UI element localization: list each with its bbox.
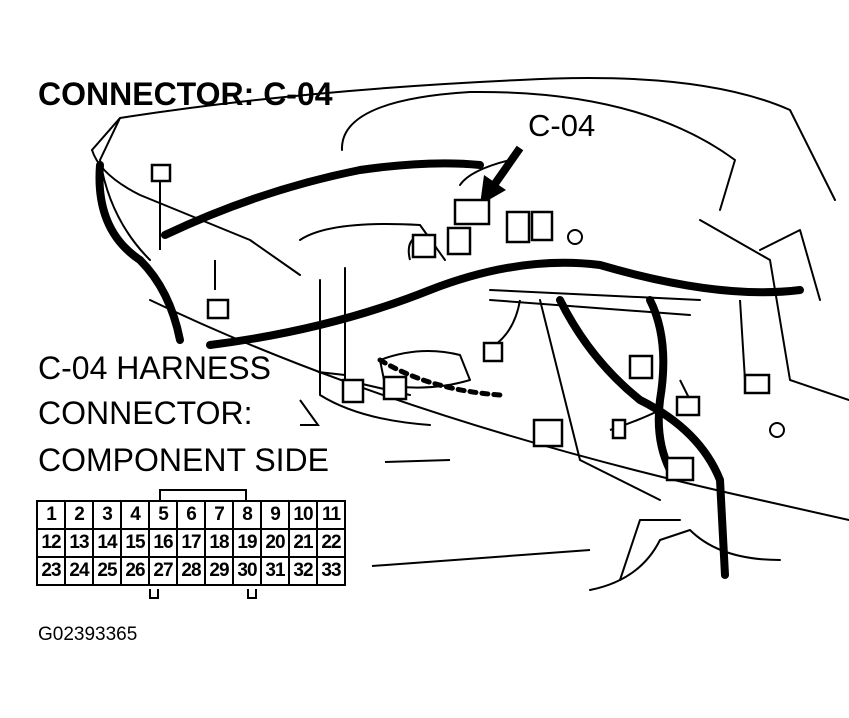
rail-upper [489, 289, 701, 301]
connector-block [341, 378, 365, 404]
pin-cell: 9 [260, 500, 290, 530]
connector-block [482, 341, 504, 363]
pin-cell: 22 [316, 528, 346, 558]
page-title: CONNECTOR: C-04 [38, 76, 333, 112]
pin-cell: 27 [148, 556, 178, 586]
pin-cell: 18 [204, 528, 234, 558]
center-panel [319, 279, 431, 426]
pin-cell: 11 [316, 500, 346, 530]
hidden-harness [377, 357, 503, 398]
gap-line [459, 159, 511, 186]
pin-cell: 13 [64, 528, 94, 558]
connector-block [382, 375, 408, 401]
dash-lower-edge [149, 299, 849, 521]
right-dash [699, 219, 849, 401]
lower-trim [589, 529, 781, 591]
pin-cell: 14 [92, 528, 122, 558]
connector-block [446, 226, 472, 256]
pin-cell: 20 [260, 528, 290, 558]
thin-wire-5 [739, 299, 746, 381]
connector-block [611, 418, 627, 440]
connector-block [530, 210, 554, 242]
main-harness [161, 159, 484, 239]
pin-cell: 31 [260, 556, 290, 586]
figure-id: G02393365 [38, 624, 138, 645]
left-drop-harness [95, 161, 184, 344]
ground-terminal [567, 229, 583, 245]
harness-label-line3: COMPONENT SIDE [38, 442, 329, 478]
instrument-hood [340, 90, 736, 211]
pin-cell: 6 [176, 500, 206, 530]
dashboard-front-edge [91, 149, 301, 276]
pin-cell: 8 [232, 500, 262, 530]
pin-cell: 7 [204, 500, 234, 530]
pin-cell: 30 [232, 556, 262, 586]
pin-cell: 5 [148, 500, 178, 530]
pin-cell: 23 [36, 556, 66, 586]
pin-cell: 26 [120, 556, 150, 586]
connector-block [665, 456, 695, 482]
component-side-leader [384, 459, 451, 463]
pin-cell: 21 [288, 528, 318, 558]
pin-cell: 3 [92, 500, 122, 530]
pin-cell: 28 [176, 556, 206, 586]
connector-block [206, 298, 230, 320]
harness-label-line2: CONNECTOR: [38, 395, 253, 431]
pin-cell: 10 [288, 500, 318, 530]
pin-cell: 24 [64, 556, 94, 586]
connector-latch-left [149, 589, 159, 599]
connector-block [150, 163, 172, 183]
console-outline [539, 299, 661, 501]
thin-wire-3 [494, 299, 521, 346]
c04-arrow [480, 145, 524, 205]
pin-cell: 4 [120, 500, 150, 530]
pin-row: 1 2 3 4 5 6 7 8 9 10 11 [36, 500, 346, 530]
connector-block [505, 210, 531, 244]
connector-block [628, 354, 654, 380]
connector-block [453, 198, 491, 226]
pin-cell: 33 [316, 556, 346, 586]
connector-key-top [159, 489, 247, 500]
pin-row: 23 24 25 26 27 28 29 30 31 32 33 [36, 556, 346, 586]
connector-block [743, 373, 771, 395]
pin-cell: 17 [176, 528, 206, 558]
c04-callout-label: C-04 [528, 108, 596, 143]
pin-cell: 12 [36, 528, 66, 558]
pin-cell: 2 [64, 500, 94, 530]
connector-leader-arrow [299, 399, 320, 426]
console-drop-harness [556, 296, 729, 579]
harness-label-line1: C-04 HARNESS [38, 350, 271, 386]
pin-cell: 19 [232, 528, 262, 558]
lower-harness [206, 258, 804, 349]
dashboard-outline [91, 77, 836, 201]
pin-cell: 25 [92, 556, 122, 586]
pin-cell: 16 [148, 528, 178, 558]
pin-cell: 15 [120, 528, 150, 558]
lower-trim-2 [619, 519, 681, 581]
pin-cell: 29 [204, 556, 234, 586]
cluster-opening [299, 223, 446, 261]
ground-terminal [769, 422, 785, 438]
connector-block [411, 233, 437, 259]
right-branch-harness [646, 296, 674, 474]
connector-block [532, 418, 564, 448]
connector-pin-grid: 1 2 3 4 5 6 7 8 9 10 11 12 13 14 15 16 1… [36, 500, 346, 586]
connector-latch-right [247, 589, 257, 599]
pin-row: 12 13 14 15 16 17 18 19 20 21 22 [36, 528, 346, 558]
right-dash-inner [759, 229, 821, 301]
table-leader [371, 549, 591, 567]
harness-leader [317, 371, 346, 376]
pin-cell: 1 [36, 500, 66, 530]
connector-block [675, 395, 701, 417]
left-pillar [99, 117, 151, 261]
pin-cell: 32 [288, 556, 318, 586]
